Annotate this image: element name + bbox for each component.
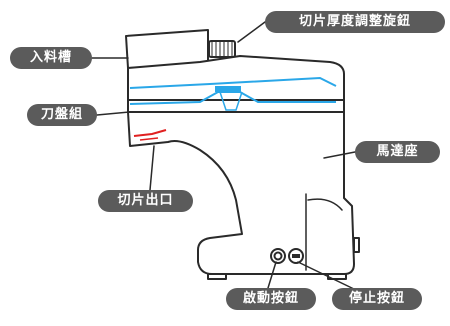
- leader-thickness-knob: [237, 21, 266, 43]
- leader-stop-button: [297, 261, 357, 291]
- label-stop-button: 停止按鈕: [332, 288, 422, 310]
- leader-start-button: [267, 261, 277, 289]
- label-thickness-knob: 切片厚度調整旋鈕: [265, 11, 445, 33]
- housing-shape: [127, 111, 355, 275]
- label-feed-chute: 入料槽: [10, 47, 92, 69]
- top-lid-shape: [127, 55, 345, 101]
- blade-top-accent: [129, 76, 337, 89]
- label-blade-assembly: 刀盤組: [27, 104, 97, 126]
- blade-center-mark: [215, 86, 241, 92]
- leader-blade-assembly: [96, 111, 131, 116]
- thickness-knob-shape: [208, 40, 236, 58]
- label-slice-outlet: 切片出口: [98, 190, 193, 212]
- leader-motor-base: [323, 151, 356, 159]
- outlet-accent: [133, 129, 167, 137]
- label-start-button: 啟動按鈕: [226, 288, 316, 310]
- leader-slice-outlet: [149, 145, 155, 191]
- label-motor-base: 馬達座: [355, 141, 440, 163]
